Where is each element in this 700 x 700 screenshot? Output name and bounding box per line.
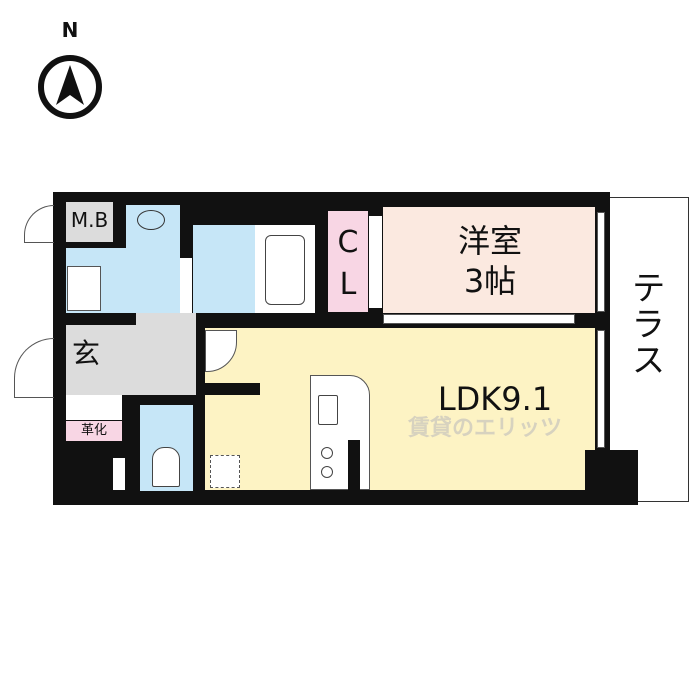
mb-label: M.B — [70, 208, 109, 232]
closet-label-c: C — [337, 225, 359, 260]
stove-burner-icon — [321, 447, 333, 459]
western-room-size: 3帖 — [463, 262, 517, 300]
terrace-area — [600, 197, 689, 502]
hallway — [136, 313, 196, 395]
closet — [328, 211, 368, 312]
shoe-box-label: 革化 — [80, 423, 107, 438]
sink-icon — [137, 210, 165, 230]
fridge-space — [210, 455, 240, 488]
compass-north-label: N — [61, 18, 79, 42]
closet-door[interactable] — [369, 216, 382, 308]
shoe-box-doors — [66, 395, 122, 420]
entrance — [66, 325, 136, 395]
kitchen-sink-icon — [318, 395, 338, 425]
partition-wall — [205, 383, 260, 395]
entrance-label: 玄 — [71, 337, 100, 370]
north-arrow-icon — [38, 55, 102, 119]
bathtub-icon — [265, 235, 305, 305]
kitchen-wall — [348, 440, 360, 490]
mb-door[interactable] — [24, 205, 54, 243]
toilet-icon — [152, 447, 180, 487]
front-door[interactable] — [14, 338, 54, 398]
shoe-box — [66, 421, 122, 441]
sliding-door[interactable] — [383, 314, 575, 324]
washroom-door[interactable] — [180, 258, 192, 313]
western-room — [383, 207, 595, 313]
stove-burner-icon — [321, 466, 333, 478]
ldk-window — [597, 330, 605, 448]
mb-room — [66, 202, 113, 242]
ldk-label: LDK9.1 — [437, 380, 553, 418]
closet-label-l: L — [339, 267, 357, 302]
terrace-label: テラス — [625, 270, 665, 378]
wall-opening — [113, 458, 125, 490]
column — [585, 450, 638, 505]
watermark-text: 賃貸のエリッツ — [407, 416, 562, 441]
washing-machine-space — [67, 266, 101, 311]
ldk-room — [205, 328, 595, 490]
bathroom — [193, 225, 255, 313]
western-window — [597, 212, 605, 312]
western-room-label: 洋室 — [457, 222, 522, 260]
kitchen-counter — [310, 375, 370, 490]
